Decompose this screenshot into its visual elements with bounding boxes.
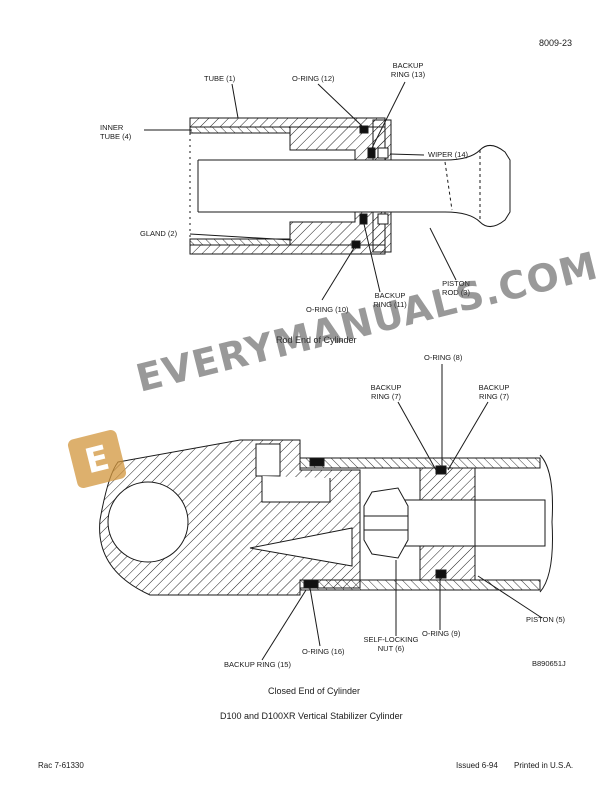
label-oring-16: O-RING (16) [302, 647, 345, 656]
label-backup-11: BACKUP RING (11) [373, 291, 407, 309]
footer-issued: Issued 6-94 [456, 761, 498, 770]
cylinder-tube-bottom [299, 579, 541, 591]
label-oring-8: O-RING (8) [424, 353, 463, 362]
inner-tube-top [189, 126, 291, 134]
self-locking-nut [363, 487, 409, 559]
label-backup-15: BACKUP RING (15) [224, 660, 291, 669]
gland-bottom [289, 211, 386, 246]
label-piston-rod-3: PISTON ROD (3) [442, 279, 470, 297]
cylinder-tube-top [299, 457, 541, 469]
label-backup-13: BACKUP RING (13) [390, 61, 426, 79]
tube-bottom [189, 244, 386, 255]
label-oring-12: O-RING (12) [292, 74, 335, 83]
label-oring-10: O-RING (10) [306, 305, 349, 314]
wiper-top [377, 147, 389, 159]
label-inner-tube: INNER TUBE (4) [100, 123, 132, 141]
label-oring-9: O-RING (9) [422, 629, 461, 638]
page-number: 8009-23 [538, 38, 572, 48]
figure-code: B890651J [532, 659, 566, 668]
inner-tube-bottom [189, 238, 291, 246]
label-backup-7b: BACKUP RING (7) [478, 383, 510, 401]
caption-closed-end: Closed End of Cylinder [268, 686, 361, 696]
label-wiper-14: WIPER (14) [428, 150, 469, 159]
footer-printed: Printed in U.S.A. [514, 761, 574, 770]
label-piston-5: PISTON (5) [526, 615, 566, 624]
grease-fitting [255, 443, 281, 477]
seal-12 [359, 125, 369, 134]
seal-10 [351, 240, 361, 249]
label-tube: TUBE (1) [204, 74, 236, 83]
closed-end-drawing [99, 364, 553, 661]
oring-16 [303, 579, 319, 589]
seal-11 [359, 213, 368, 225]
label-gland-2: GLAND (2) [140, 229, 178, 238]
oring-8 [435, 465, 447, 475]
label-backup-7a: BACKUP RING (7) [370, 383, 402, 401]
seal-13 [367, 147, 376, 159]
piston-rod [198, 145, 511, 227]
footer-doc-number: Rac 7-61330 [38, 761, 84, 770]
figure-title: D100 and D100XR Vertical Stabilizer Cyli… [220, 711, 403, 721]
clevis-hole [107, 481, 189, 563]
oring-9 [435, 569, 447, 579]
caption-rod-end: Rod End of Cylinder [276, 335, 357, 345]
rod-end-drawing [144, 81, 511, 301]
label-self-locking-nut-6: SELF-LOCKING NUT (6) [363, 635, 419, 653]
watermark-logo: E [67, 429, 127, 489]
